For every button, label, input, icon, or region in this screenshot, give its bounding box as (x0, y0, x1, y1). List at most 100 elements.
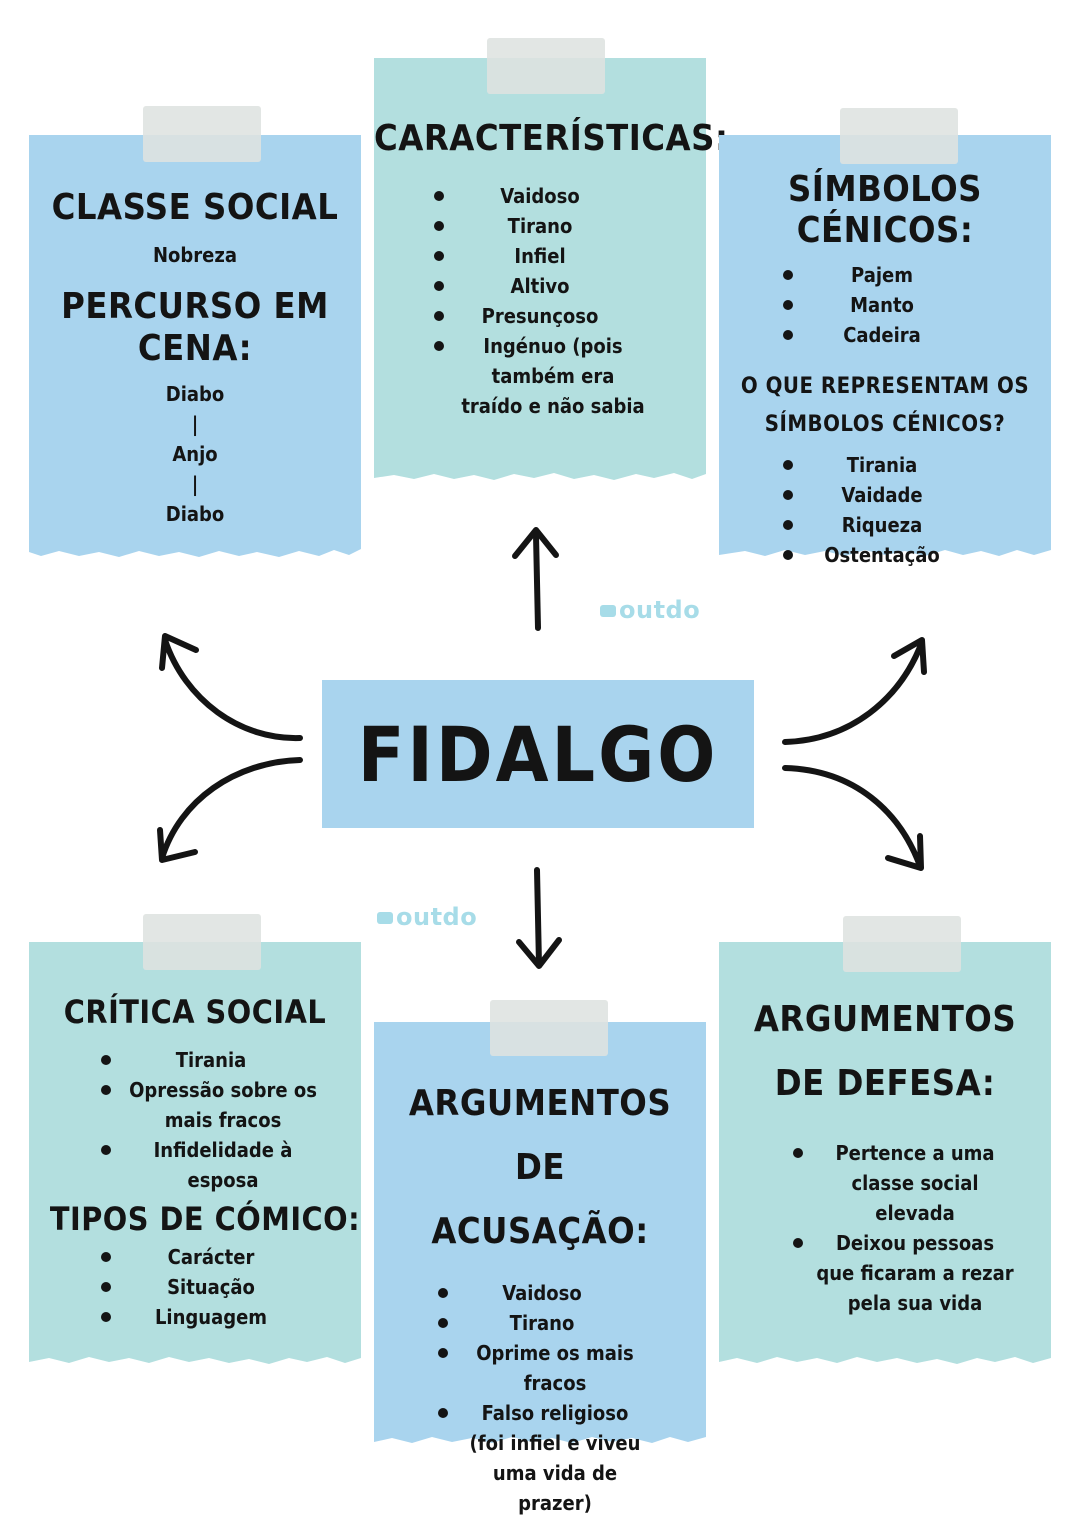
bullet-icon (434, 341, 444, 352)
arrow-left-up (162, 637, 303, 742)
arrow-left-down (159, 757, 303, 861)
note-acusacao: ARGUMENTOS DE ACUSAÇÃO: Vaidoso Tirano O… (374, 1022, 706, 1515)
list-item: Riqueza (783, 510, 981, 540)
list-item: Oprime os mais fracos (438, 1338, 646, 1398)
bullet-icon (793, 1148, 803, 1158)
list-item: Vaidoso (438, 1278, 646, 1308)
bullet-icon (793, 1238, 803, 1248)
outdo-logo-icon (377, 912, 393, 924)
bullet-icon (783, 489, 793, 500)
tape (143, 914, 261, 970)
arrow-right-down-head (885, 833, 924, 871)
simbolos-question: O QUE REPRESENTAM OS SÍMBOLOS CÉNICOS? (740, 373, 1030, 437)
list-item: Pajem (783, 260, 981, 290)
percurso-divider: | (191, 472, 199, 497)
acusacao-heading: ARGUMENTOS DE ACUSAÇÃO: (408, 1083, 672, 1252)
arrow-right-up-head (891, 637, 927, 675)
simbolos-answers: Tirania Vaidade Riqueza Ostentação (783, 450, 981, 570)
list-item: Tirano (434, 211, 646, 241)
outdo-logo-icon (600, 605, 616, 617)
percurso-step: Diabo (165, 382, 225, 407)
arrow-left-down-head (157, 827, 198, 863)
bullet-icon (101, 1281, 111, 1292)
percurso-heading: PERCURSO EM CENA: (61, 286, 329, 369)
bullet-icon (783, 299, 793, 310)
bullet-icon (434, 251, 444, 262)
simbolos-list: Pajem Manto Cadeira (783, 260, 981, 350)
list-item: Presunçoso (434, 301, 646, 331)
watermark-logo: outdo (600, 596, 700, 624)
arrow-up (533, 532, 541, 631)
list-item: Ingénuo (pois também era traído e não sa… (434, 331, 646, 421)
bullet-icon (434, 191, 444, 202)
percurso-step: Anjo (172, 442, 218, 467)
list-item: Falso religioso (foi infiel e viveu uma … (438, 1398, 646, 1518)
bullet-icon (438, 1318, 448, 1328)
note-classe-social: CLASSE SOCIAL Nobreza PERCURSO EM CENA: … (29, 135, 361, 557)
note-caracteristicas: CARACTERÍSTICAS: Vaidoso Tirano Infiel A… (374, 58, 729, 480)
note-critica: CRÍTICA SOCIAL Tirania Opressão sobre os… (29, 942, 361, 1364)
defesa-heading: ARGUMENTOS DE DEFESA: (753, 999, 1017, 1104)
percurso-divider: | (191, 412, 199, 437)
critica-list: Tirania Opressão sobre os mais fracos In… (101, 1045, 321, 1195)
list-item: Cadeira (783, 320, 981, 350)
simbolos-heading: SÍMBOLOS CÉNICOS: (787, 169, 983, 252)
bullet-icon (434, 221, 444, 232)
comico-list: Carácter Situação Linguagem (101, 1242, 321, 1332)
acusacao-list: Vaidoso Tirano Oprime os mais fracos Fal… (438, 1278, 646, 1518)
bullet-icon (101, 1054, 111, 1065)
bullet-icon (783, 519, 793, 530)
bullet-icon (438, 1408, 448, 1418)
caracteristicas-list: Vaidoso Tirano Infiel Altivo Presunçoso … (434, 181, 646, 421)
tape (490, 1000, 608, 1056)
bullet-icon (438, 1288, 448, 1298)
torn-edge (29, 1350, 361, 1364)
comico-heading: TIPOS DE CÓMICO: (49, 1199, 361, 1238)
classe-social-heading: CLASSE SOCIAL (51, 187, 339, 228)
bullet-icon (434, 311, 444, 322)
arrow-up-head (512, 527, 559, 559)
arrow-down (534, 867, 542, 968)
list-item: Ostentação (783, 540, 981, 570)
tape (843, 916, 961, 972)
list-item: Altivo (434, 271, 646, 301)
list-item: Tirania (101, 1045, 321, 1075)
bullet-icon (783, 269, 793, 280)
list-item: Situação (101, 1272, 321, 1302)
arrow-right-down (782, 765, 923, 869)
list-item: Linguagem (101, 1302, 321, 1332)
bullet-icon (101, 1311, 111, 1322)
list-item: Tirania (783, 450, 981, 480)
list-item: Infiel (434, 241, 646, 271)
watermark-logo: outdo (377, 903, 477, 931)
list-item: Vaidoso (434, 181, 646, 211)
torn-edge (29, 543, 361, 557)
torn-edge (719, 543, 1051, 556)
bullet-icon (783, 329, 793, 340)
bullet-icon (434, 281, 444, 292)
list-item: Vaidade (783, 480, 981, 510)
bullet-icon (101, 1251, 111, 1262)
percurso-step: Diabo (165, 502, 225, 527)
tape (143, 106, 261, 162)
arrow-right-up (782, 639, 925, 745)
list-item: Manto (783, 290, 981, 320)
arrow-left-up-head (159, 633, 199, 671)
list-item: Infidelidade à esposa (101, 1135, 321, 1195)
caracteristicas-heading: CARACTERÍSTICAS: (374, 118, 729, 159)
list-item: Tirano (438, 1308, 646, 1338)
list-item: Carácter (101, 1242, 321, 1272)
critica-heading: CRÍTICA SOCIAL (63, 993, 327, 1031)
list-item: Deixou pessoas que ficaram a rezar pela … (793, 1228, 1015, 1318)
note-simbolos: SÍMBOLOS CÉNICOS: Pajem Manto Cadeira O … (719, 135, 1051, 567)
list-item: Pertence a uma classe social elevada (793, 1138, 1015, 1228)
classe-social-value: Nobreza (153, 243, 237, 268)
center-title: FIDALGO (357, 709, 719, 799)
bullet-icon (438, 1348, 448, 1358)
torn-edge (719, 1350, 1051, 1364)
bullet-icon (783, 549, 793, 560)
torn-edge (374, 1430, 706, 1443)
bullet-icon (783, 459, 793, 470)
center-banner: FIDALGO (322, 680, 754, 828)
